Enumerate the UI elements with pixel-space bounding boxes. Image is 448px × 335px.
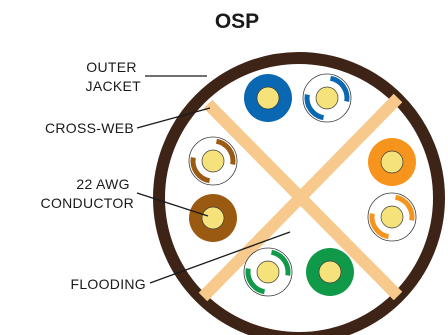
stripe [190, 157, 211, 184]
stripe [215, 138, 236, 165]
copper-core [380, 205, 404, 229]
stripe [245, 268, 266, 295]
green-conductor [306, 248, 354, 296]
copper-core [256, 86, 280, 110]
orange-white-conductor [367, 192, 417, 242]
green-pair [243, 247, 354, 297]
flooding-label: FLOODING [70, 276, 146, 292]
blue-conductor [244, 74, 292, 122]
brown-pair [188, 136, 238, 242]
conductor-label: 22 AWG CONDUCTOR [41, 176, 134, 211]
blue-pair [244, 73, 352, 123]
cross-web [198, 93, 403, 302]
stripe [369, 213, 390, 240]
orange-pair [367, 138, 417, 242]
copper-core [201, 149, 225, 173]
stripe [394, 194, 415, 221]
brown-white-conductor [188, 136, 238, 186]
brown-conductor [189, 194, 237, 242]
flooding-leader [149, 231, 291, 284]
outer-jacket [153, 52, 445, 335]
cross-web-label: CROSS-WEB [45, 120, 134, 136]
conductor-leader [136, 192, 209, 217]
copper-core [318, 260, 342, 284]
diagram-title: OSP [215, 10, 259, 33]
stripe [270, 249, 291, 276]
copper-core [380, 150, 404, 174]
copper-core [256, 260, 280, 284]
copper-core [201, 206, 225, 230]
blue-white-conductor [302, 73, 352, 123]
leader-lines [136, 75, 291, 284]
orange-conductor [368, 138, 416, 186]
green-white-conductor [243, 247, 293, 297]
stripe [304, 94, 325, 121]
copper-core [315, 86, 339, 110]
outer-jacket-label: OUTER JACKET [86, 59, 142, 94]
cross-web-leader [136, 107, 211, 129]
stripe [329, 75, 350, 102]
